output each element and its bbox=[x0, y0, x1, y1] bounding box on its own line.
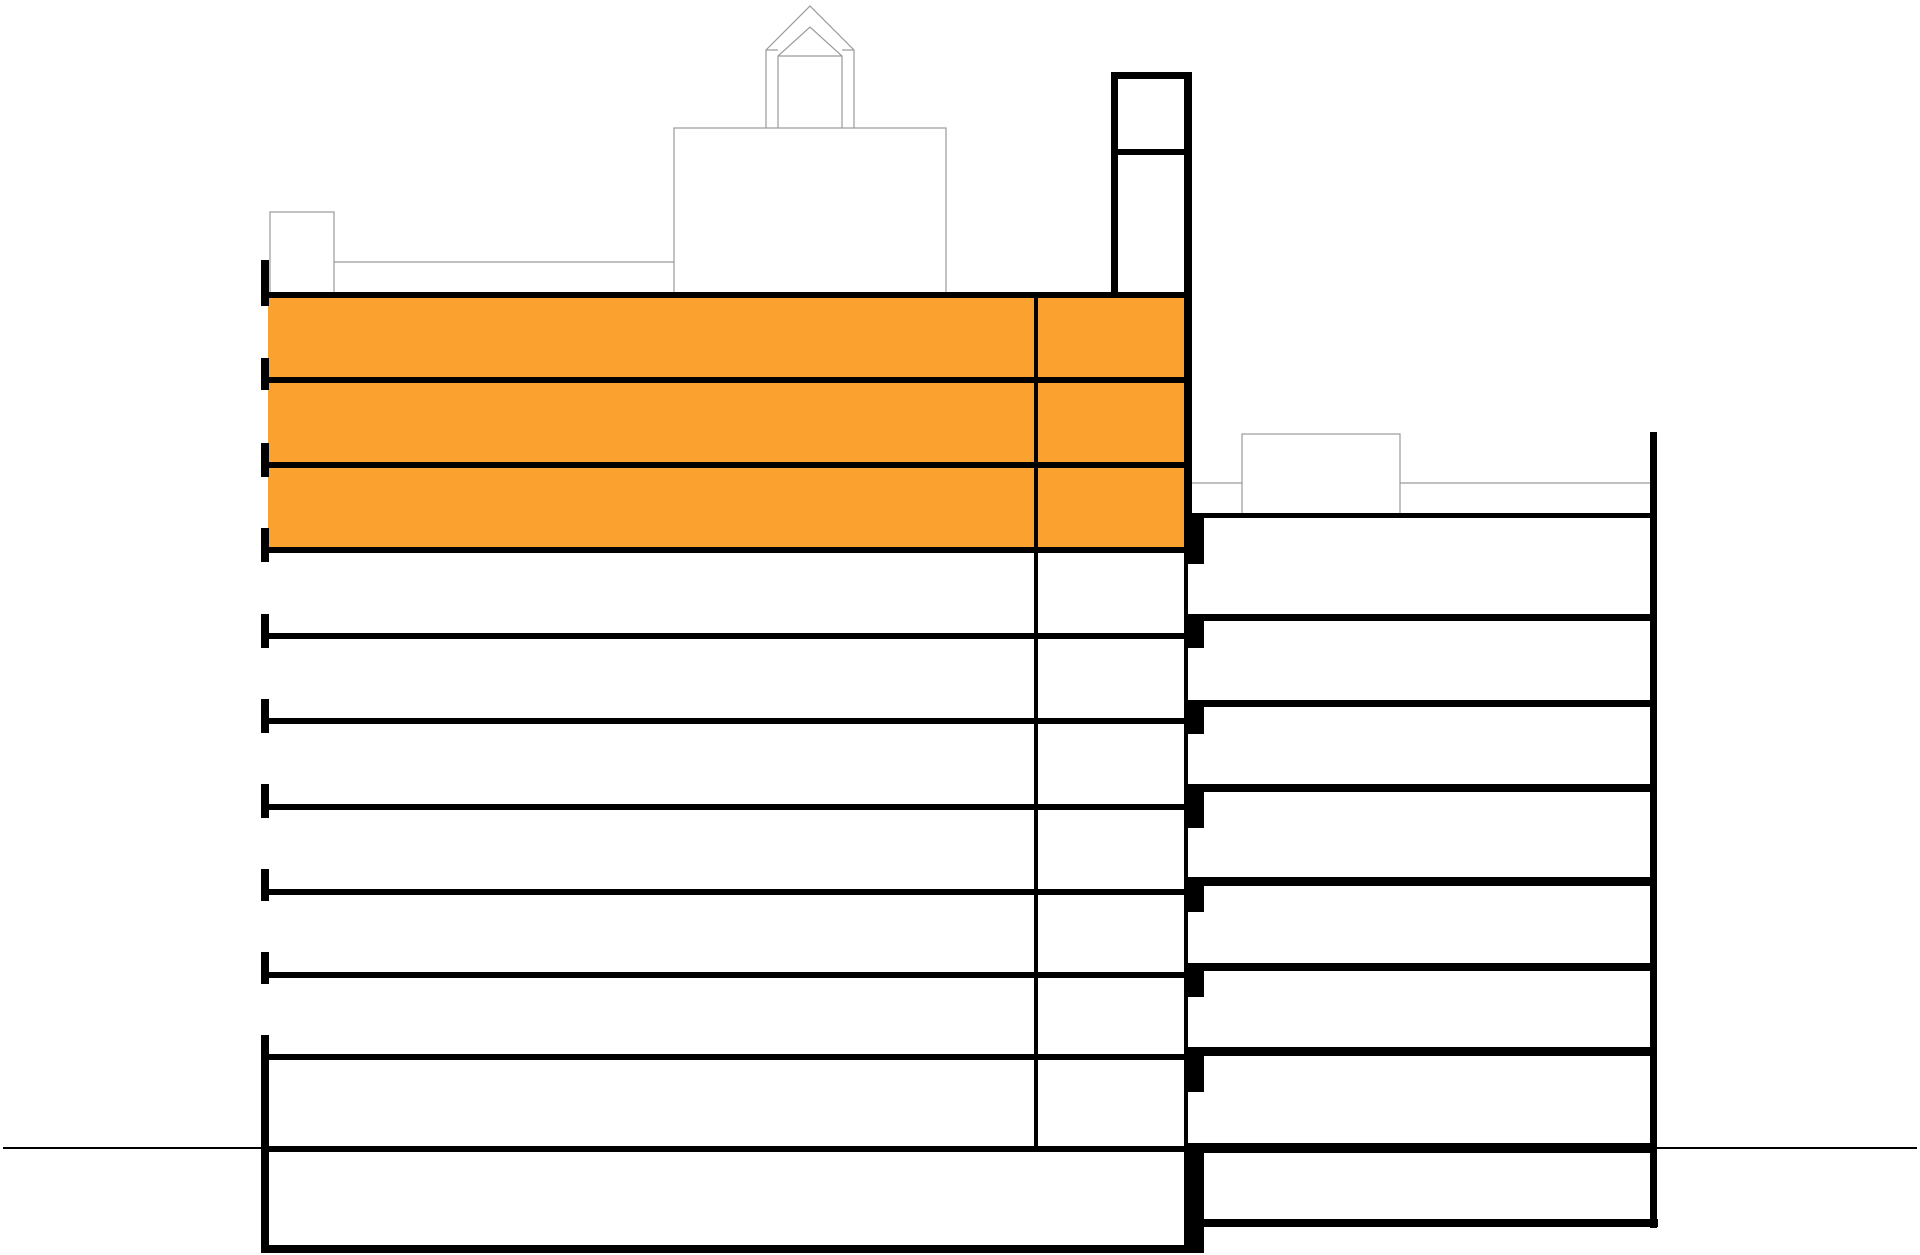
annex-basement-wall bbox=[1184, 1146, 1204, 1253]
facade-stub bbox=[261, 260, 269, 306]
slab-tie bbox=[1184, 882, 1204, 912]
facade-stub bbox=[261, 358, 269, 390]
tower-mid bbox=[1111, 149, 1192, 155]
slab-tie bbox=[1184, 704, 1204, 734]
annex-slab bbox=[1184, 614, 1654, 621]
context-right-block bbox=[1241, 433, 1401, 515]
annex-block bbox=[1184, 432, 1658, 1253]
annex-ground-slab bbox=[1184, 1143, 1654, 1153]
main-right-wall-lower bbox=[1184, 514, 1188, 1146]
facade-stub bbox=[261, 952, 269, 984]
main-floor-slabs bbox=[262, 377, 1654, 1253]
annex-slab bbox=[1184, 877, 1654, 886]
floor-slab bbox=[262, 718, 1188, 724]
ground-floor-slab bbox=[262, 1146, 1654, 1152]
slab-tie bbox=[1184, 518, 1204, 564]
floor-slab bbox=[262, 804, 1188, 810]
slab-tie bbox=[1184, 967, 1204, 997]
main-block bbox=[261, 260, 1654, 1253]
tower-right-wall bbox=[1184, 72, 1192, 296]
interior-column bbox=[1034, 295, 1038, 1148]
annex-slab bbox=[1184, 784, 1654, 792]
context-small-block bbox=[269, 211, 335, 295]
highlighted-floor-1 bbox=[268, 296, 1186, 379]
floor-slab bbox=[262, 547, 1188, 553]
facade-stub bbox=[261, 699, 269, 733]
highlighted-floors bbox=[268, 296, 1186, 549]
highlighted-floor-2 bbox=[268, 381, 1186, 464]
main-right-wall bbox=[1184, 294, 1192, 516]
floor-slab bbox=[262, 377, 1188, 383]
slab-tie bbox=[1184, 618, 1204, 648]
annex-basement-slab bbox=[1184, 1219, 1658, 1227]
annex-roof-slab bbox=[1188, 513, 1654, 518]
annex-slab bbox=[1184, 963, 1654, 971]
left-base-wall bbox=[261, 1035, 269, 1253]
slab-tie bbox=[1184, 1052, 1204, 1092]
floor-slab bbox=[262, 889, 1188, 895]
facade-stub bbox=[261, 443, 269, 477]
highlighted-floor-3 bbox=[268, 466, 1186, 549]
floor-slab bbox=[262, 972, 1188, 978]
slab-tie bbox=[1184, 788, 1204, 828]
floor-slab bbox=[262, 1054, 1188, 1060]
basement-floor-slab bbox=[262, 1245, 1202, 1253]
context-tower-outer bbox=[765, 5, 855, 128]
main-roof-slab bbox=[262, 292, 1190, 298]
context-buildings bbox=[269, 5, 1652, 515]
facade-stub bbox=[261, 869, 269, 901]
annex-slab bbox=[1184, 1047, 1654, 1056]
annex-right-wall bbox=[1650, 432, 1657, 1228]
floor-slab bbox=[262, 633, 1188, 639]
annex-slab bbox=[1184, 700, 1654, 707]
facade-stub bbox=[261, 528, 269, 562]
tower-left-wall bbox=[1111, 72, 1118, 296]
floor-slab bbox=[262, 462, 1188, 468]
context-tower-inner bbox=[777, 26, 843, 128]
facade-stub bbox=[261, 784, 269, 818]
tower-top bbox=[1111, 72, 1192, 79]
context-main-block bbox=[673, 127, 947, 295]
stair-tower bbox=[1111, 72, 1192, 296]
left-facade-stubs bbox=[261, 260, 269, 1253]
facade-stub bbox=[261, 614, 269, 648]
